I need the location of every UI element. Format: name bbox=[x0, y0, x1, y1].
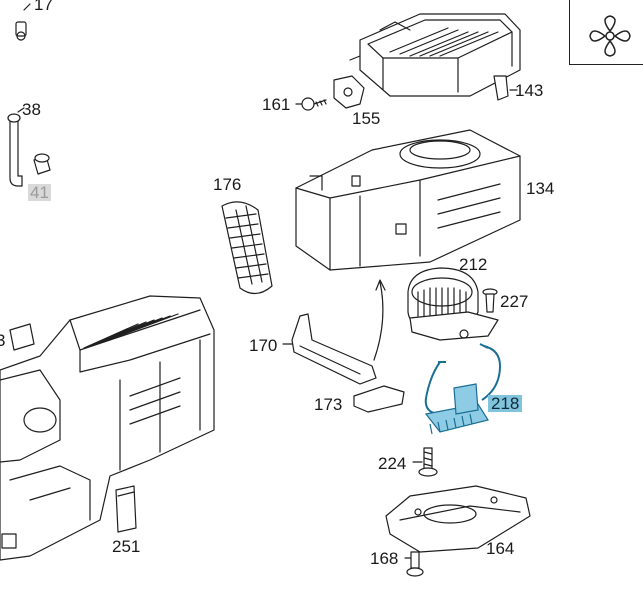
part-164-cover[interactable] bbox=[385, 485, 531, 553]
air-conditioning-unit[interactable] bbox=[0, 295, 215, 561]
assembly-arrow bbox=[373, 279, 386, 361]
label-part-224[interactable]: 224 bbox=[378, 454, 407, 473]
part-173-flap[interactable] bbox=[353, 385, 405, 413]
part-176-filter[interactable] bbox=[221, 201, 273, 295]
label-part-41[interactable]: 41 bbox=[28, 183, 51, 202]
label-part-227[interactable]: 227 bbox=[500, 292, 529, 311]
label-part-161[interactable]: 161 bbox=[262, 95, 291, 114]
label-part-173[interactable]: 173 bbox=[314, 395, 343, 414]
label-part-168[interactable]: 168 bbox=[370, 549, 399, 568]
part-3-bracket[interactable] bbox=[9, 323, 35, 351]
part-212-blower-motor[interactable] bbox=[407, 267, 499, 341]
label-part-170[interactable]: 170 bbox=[249, 336, 278, 355]
part-170-bracket[interactable] bbox=[291, 313, 377, 385]
label-part-38[interactable]: 38 bbox=[22, 100, 41, 119]
label-part-164[interactable]: 164 bbox=[486, 539, 515, 558]
part-251-sensor[interactable] bbox=[115, 485, 137, 533]
leader-lines bbox=[282, 89, 518, 559]
label-part-134[interactable]: 134 bbox=[526, 179, 555, 198]
part-155-clip[interactable] bbox=[333, 75, 365, 109]
part-17-nut[interactable] bbox=[15, 3, 31, 41]
part-227-screw[interactable] bbox=[482, 288, 498, 313]
fan-icon bbox=[589, 15, 631, 57]
evaporator-housing-top[interactable] bbox=[349, 13, 521, 97]
part-168-screw[interactable] bbox=[406, 551, 424, 577]
part-224-screw[interactable] bbox=[418, 447, 438, 477]
label-part-155[interactable]: 155 bbox=[352, 109, 381, 128]
part-143-bracket[interactable] bbox=[493, 75, 509, 101]
part-161-screw[interactable] bbox=[301, 97, 327, 111]
part-218-resistor[interactable] bbox=[424, 343, 502, 435]
part-134-heater-housing[interactable] bbox=[295, 129, 521, 271]
label-part-17[interactable]: 17 bbox=[34, 0, 53, 14]
label-part-143[interactable]: 143 bbox=[515, 81, 544, 100]
legend-box bbox=[569, 0, 643, 65]
part-38-pipe[interactable] bbox=[7, 107, 25, 187]
label-part-251[interactable]: 251 bbox=[112, 537, 141, 556]
part-41-grommet[interactable] bbox=[33, 153, 51, 175]
label-part-3[interactable]: 3 bbox=[0, 331, 6, 350]
label-part-176[interactable]: 176 bbox=[213, 175, 242, 194]
label-part-218[interactable]: 218 bbox=[488, 395, 523, 412]
label-part-212[interactable]: 212 bbox=[459, 255, 488, 274]
